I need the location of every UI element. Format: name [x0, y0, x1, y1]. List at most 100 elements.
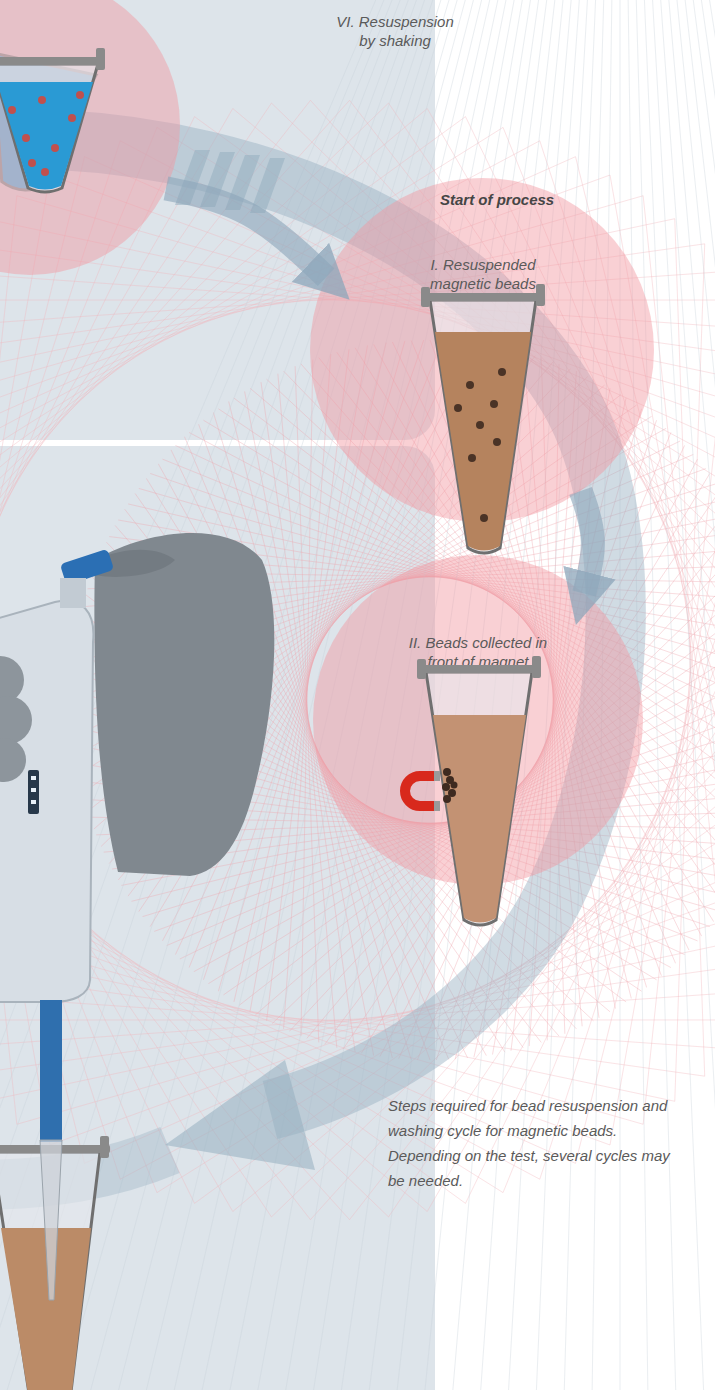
- moire-line: [644, 0, 704, 1390]
- finger: [0, 738, 26, 782]
- moire-line: [289, 537, 715, 1032]
- display-digit: [31, 788, 36, 792]
- moire-line: [75, 763, 715, 880]
- moire-line: [218, 409, 715, 787]
- moire-line: [213, 412, 411, 1059]
- moire-line: [592, 0, 612, 1390]
- moire-line: [389, 506, 715, 1217]
- moire-line: [99, 559, 594, 1020]
- brown-liquid: [435, 332, 531, 551]
- finger: [0, 656, 24, 704]
- moire-line: [0, 196, 643, 432]
- moire-line: [427, 109, 715, 852]
- moire-line: [295, 366, 319, 1042]
- moire-line: [0, 699, 465, 1203]
- moire-line: [0, 852, 610, 1145]
- moire-line: [0, 432, 195, 1203]
- moire-line: [256, 0, 516, 1390]
- moire-line: [85, 157, 715, 506]
- moire-line: [417, 432, 670, 1059]
- pipette-display: [28, 770, 39, 814]
- moire-line: [0, 117, 465, 621]
- moire-line: [267, 379, 715, 840]
- tube-rim: [423, 293, 543, 301]
- moire-line: [175, 341, 461, 954]
- stripe: [200, 152, 235, 207]
- step-circle: II. Beads collected in front of magnet: [313, 555, 643, 885]
- moire-line: [0, 957, 705, 1076]
- moire-line: [50, 852, 715, 1145]
- moire-line: [427, 468, 715, 1211]
- magnet-pole: [434, 771, 440, 781]
- moire-line: [284, 0, 524, 1390]
- moire-line: [368, 0, 548, 1390]
- moire-line: [146, 478, 505, 1052]
- moire-line: [70, 469, 706, 700]
- moire-line: [180, 662, 715, 959]
- moire-line: [278, 374, 337, 1048]
- step-label: II. Beads collected in front of magnet: [403, 633, 553, 671]
- moire-line: [0, 0, 396, 1390]
- moire-line: [0, 100, 310, 776]
- moire-line: [355, 348, 714, 922]
- moire-line: [184, 437, 448, 1060]
- brown-liquid: [1, 1228, 91, 1390]
- magnet-pole: [434, 801, 440, 811]
- moire-line: [200, 0, 500, 1390]
- moire-line: [284, 371, 715, 858]
- moire-line: [112, 775, 715, 869]
- moire-line: [511, 379, 593, 1051]
- moire-line: [474, 398, 626, 1057]
- moire-line: [343, 488, 715, 1049]
- moire-line: [505, 348, 599, 1018]
- moire-line: [139, 351, 517, 912]
- moire-line: [0, 544, 310, 1220]
- moire-line: [142, 719, 715, 917]
- bead: [498, 368, 506, 376]
- tube: [426, 672, 532, 925]
- moire-line: [74, 650, 671, 968]
- moire-line: [0, 300, 715, 301]
- moire-line: [374, 344, 702, 936]
- moire-line: [85, 814, 715, 1163]
- moire-line: [0, 175, 50, 1020]
- moire-line: [465, 432, 715, 1203]
- finger: [0, 696, 32, 744]
- moire-line: [115, 525, 559, 1036]
- bead: [448, 789, 456, 797]
- moire-line: [452, 0, 572, 1390]
- moire-line: [564, 0, 604, 1390]
- moire-line: [189, 432, 715, 750]
- moire-line: [0, 923, 715, 1101]
- moire-line: [455, 409, 641, 1059]
- stripe-marks: [175, 150, 285, 213]
- moire-line: [0, 109, 233, 852]
- bead: [28, 159, 36, 167]
- moire-line: [74, 515, 715, 644]
- caption: Steps required for bead resuspension and…: [388, 1093, 688, 1193]
- moire-line: [449, 340, 647, 987]
- moire-line: [120, 141, 715, 544]
- moire-line: [208, 625, 715, 984]
- moire-line: [60, 0, 460, 1390]
- moire-line: [71, 669, 684, 955]
- moire-line: [675, 219, 705, 1076]
- bead: [68, 114, 76, 122]
- moire-line: [245, 391, 374, 1055]
- moire-line: [224, 607, 715, 995]
- moire-line: [337, 352, 715, 906]
- moire-line: [0, 582, 350, 1220]
- moire-line: [0, 957, 715, 1076]
- pipette-shaft: [40, 1000, 62, 1142]
- moire-line: [0, 0, 436, 1390]
- tube-tab: [421, 287, 430, 307]
- moire-line: [82, 405, 636, 793]
- bead: [454, 404, 462, 412]
- bead: [22, 134, 30, 142]
- moire-line: [503, 397, 715, 1192]
- moire-line: [233, 109, 715, 660]
- moire-line: [234, 398, 715, 805]
- moire-line: [150, 347, 498, 927]
